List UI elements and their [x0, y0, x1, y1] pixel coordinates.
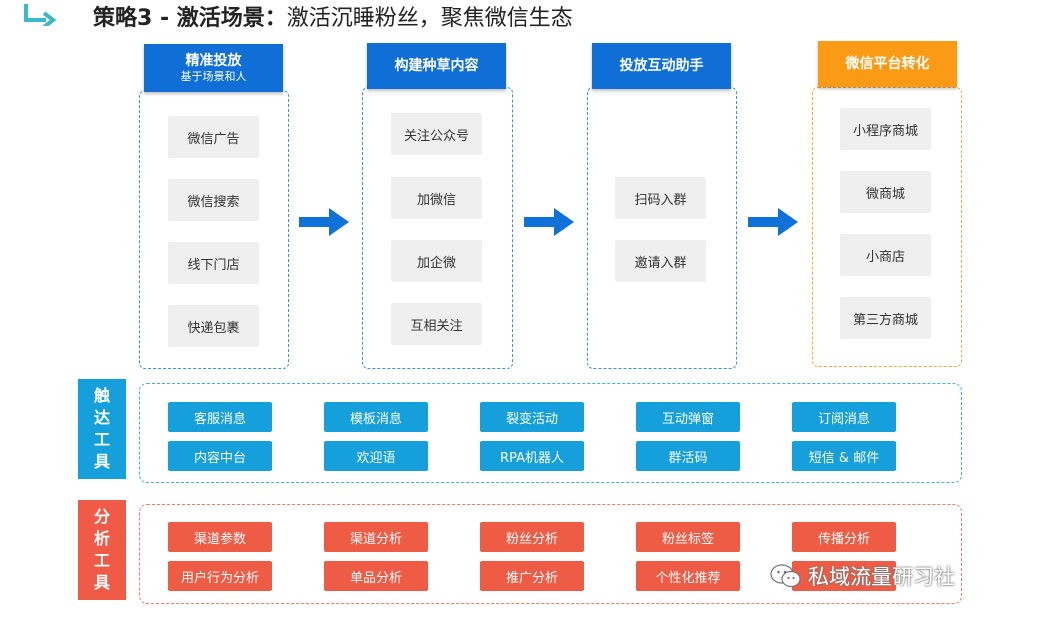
touch-label-char: 达	[93, 408, 110, 427]
analysis-tool-tag: 推广分析	[480, 561, 584, 591]
column-2-item: 互相关注	[391, 303, 482, 345]
column-1-item: 微信搜索	[168, 179, 259, 221]
analysis-tool-tag: 单品分析	[324, 561, 428, 591]
title-subtitle: 激活沉睡粉丝，聚焦微信生态	[286, 6, 573, 31]
touch-label-char: 触	[93, 386, 110, 405]
touch-tool-tag: 内容中台	[168, 441, 272, 471]
analysis-tool-tag	[792, 561, 896, 591]
column-2-item: 加微信	[391, 177, 482, 219]
touch-tool-tag: 裂变活动	[480, 402, 584, 432]
column-4-item: 小程序商城	[840, 108, 931, 150]
touch-tools-label: 触 达 工 具	[78, 379, 126, 479]
column-3-item: 扫码入群	[615, 177, 706, 219]
touch-tool-tag: 客服消息	[168, 402, 272, 432]
column-4-item: 微商城	[840, 171, 931, 213]
analysis-label-char: 具	[93, 573, 110, 592]
column-2-title: 构建种草内容	[394, 58, 479, 74]
right-arrow-icon	[524, 208, 574, 236]
touch-tool-tag: 模板消息	[324, 402, 428, 432]
column-4-title: 微信平台转化	[845, 56, 930, 72]
column-3-title: 投放互动助手	[619, 58, 704, 74]
right-arrow-icon	[748, 208, 798, 236]
analysis-tools-box	[139, 504, 962, 604]
analysis-tool-tag: 粉丝标签	[636, 522, 740, 552]
column-4-item: 小商店	[840, 234, 931, 276]
touch-label-char: 具	[93, 452, 110, 471]
watermark-text: 私域流量研习社	[808, 565, 955, 589]
column-3-box	[587, 87, 737, 369]
column-3-item: 邀请入群	[615, 240, 706, 282]
touch-label-char: 工	[93, 430, 110, 449]
analysis-tool-tag: 渠道参数	[168, 522, 272, 552]
column-3-header: 投放互动助手	[592, 43, 731, 89]
column-4-header: 微信平台转化	[818, 41, 957, 87]
right-arrow-icon	[299, 208, 349, 236]
title-colon: ：	[264, 6, 287, 31]
column-4-item: 第三方商城	[840, 297, 931, 339]
touch-tool-tag: 短信 & 邮件	[792, 441, 896, 471]
wechat-icon	[770, 564, 801, 588]
analysis-tools-label: 分 析 工 具	[78, 500, 126, 600]
column-1-title: 精准投放	[185, 53, 242, 69]
column-1-header: 精准投放 基于场景和人	[144, 44, 283, 92]
corner-arrow-icon	[24, 4, 56, 26]
analysis-label-char: 工	[93, 551, 110, 570]
analysis-tool-tag: 传播分析	[792, 522, 896, 552]
analysis-label-char: 析	[93, 529, 110, 548]
column-1-item: 线下门店	[168, 242, 259, 284]
column-1-item: 微信广告	[168, 116, 259, 158]
analysis-tool-tag: 用户行为分析	[168, 561, 272, 591]
touch-tool-tag: 订阅消息	[792, 402, 896, 432]
page-title: 策略3 - 激活场景：激活沉睡粉丝，聚焦微信生态	[93, 2, 573, 36]
column-2-item: 加企微	[391, 240, 482, 282]
column-1-subtitle: 基于场景和人	[180, 70, 247, 83]
column-2-header: 构建种草内容	[367, 43, 506, 89]
analysis-label-char: 分	[93, 507, 110, 526]
analysis-tool-tag: 个性化推荐	[636, 561, 740, 591]
touch-tool-tag: RPA机器人	[480, 441, 584, 471]
analysis-tool-tag: 粉丝分析	[480, 522, 584, 552]
column-4-box	[812, 87, 962, 367]
touch-tool-tag: 互动弹窗	[636, 402, 740, 432]
watermark: 私域流量研习社	[770, 556, 955, 596]
analysis-tool-tag: 渠道分析	[324, 522, 428, 552]
touch-tool-tag: 欢迎语	[324, 441, 428, 471]
column-1-item: 快递包裹	[168, 305, 259, 347]
title-strategy: 策略3 - 激活场景	[93, 6, 265, 31]
touch-tools-box	[139, 383, 962, 483]
column-2-item: 关注公众号	[391, 113, 482, 155]
touch-tool-tag: 群活码	[636, 441, 740, 471]
